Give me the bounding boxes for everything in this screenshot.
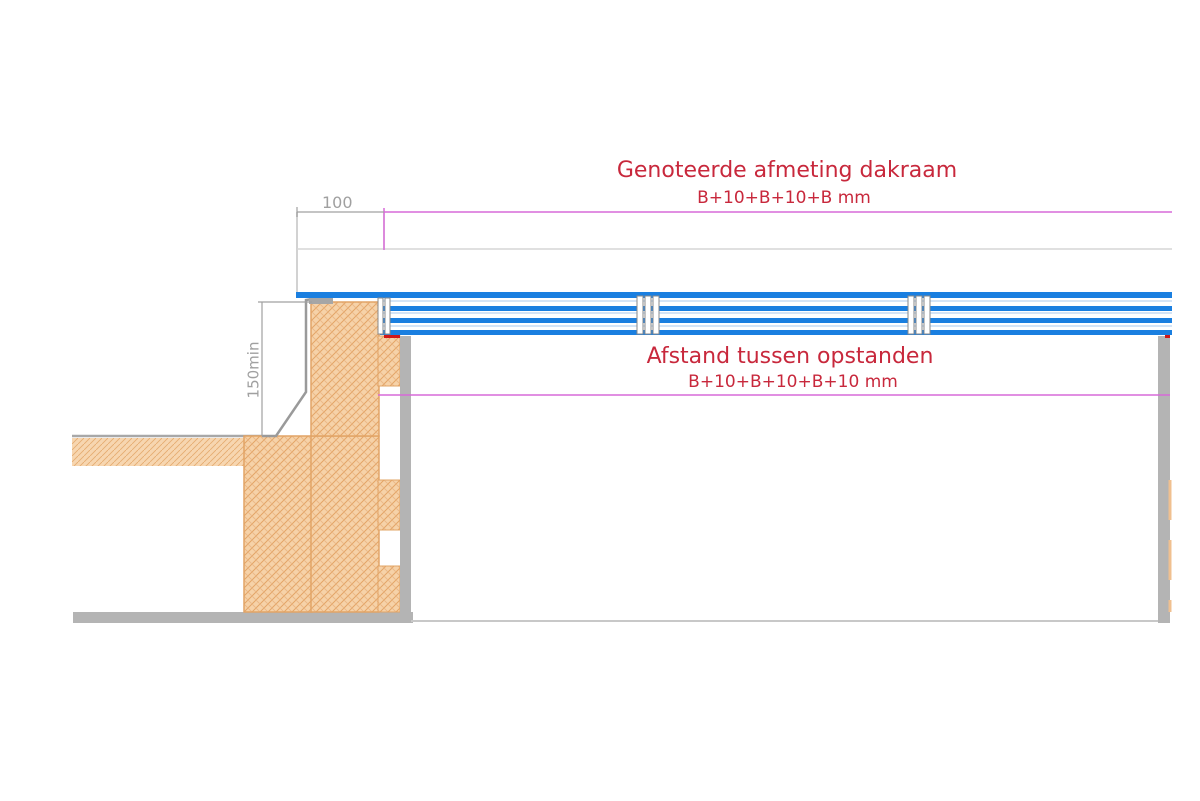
window-size-title: Genoteerde afmeting dakraam: [616, 158, 958, 183]
window-size-dimension: [383, 208, 1172, 250]
curb-wall-left: [400, 336, 411, 623]
spacer-clip-middle-1: [636, 295, 660, 335]
upstand-height-label: 150min: [244, 341, 263, 399]
curb-distance-title: Afstand tussen opstanden: [646, 344, 934, 369]
window-frame-outline: [296, 212, 1172, 292]
curb-wall-right: [1158, 336, 1170, 623]
glazing-layers: [296, 292, 1172, 335]
spacer-clip-middle-2: [907, 295, 931, 335]
roofing-upstand: [262, 296, 319, 438]
upstand-height-dimension: [258, 301, 312, 436]
upstand-cap: [309, 296, 333, 304]
window-size-formula: B+10+B+10+B mm: [697, 188, 871, 208]
roof-deck: [73, 612, 413, 623]
seal-right: [1165, 333, 1170, 338]
spacer-clip-left: [377, 297, 391, 335]
overhang-dimension: [296, 207, 384, 217]
curb-insulation: [243, 301, 401, 613]
curb-distance-formula: B+10+B+10+B+10 mm: [688, 372, 898, 392]
roof-insulation: [72, 434, 262, 466]
overhang-dimension-label: 100: [322, 193, 353, 212]
seal-left: [384, 333, 400, 338]
